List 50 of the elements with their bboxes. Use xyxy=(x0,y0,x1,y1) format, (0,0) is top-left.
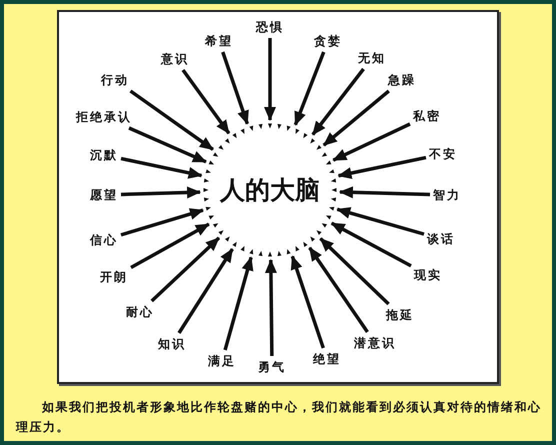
factor-label: 耐心 xyxy=(126,304,154,320)
factor-label: 拒绝承认 xyxy=(76,109,132,125)
arrow xyxy=(290,255,325,349)
factor-label: 希望 xyxy=(205,33,233,49)
arrow xyxy=(150,236,220,302)
factor-label: 现实 xyxy=(414,267,442,283)
arrow xyxy=(130,222,210,270)
arrow xyxy=(182,68,230,134)
factor-label: 愿望 xyxy=(90,187,118,203)
arrow xyxy=(311,68,365,136)
factor-label: 贪婪 xyxy=(314,33,342,49)
brain-label: 人的大脑 xyxy=(218,174,321,206)
arrow xyxy=(294,51,326,126)
arrow xyxy=(264,38,276,121)
factor-label: 沉默 xyxy=(90,147,118,163)
factor-label: 潜意识 xyxy=(354,335,396,351)
arrow xyxy=(336,207,424,236)
arrow xyxy=(128,126,207,164)
factor-label: 不安 xyxy=(429,146,457,162)
factor-label: 智力 xyxy=(433,187,461,203)
arrow xyxy=(322,90,390,147)
arrow xyxy=(120,186,202,198)
factor-label: 勇气 xyxy=(258,359,286,375)
arrow xyxy=(120,156,202,179)
factor-label: 行动 xyxy=(101,72,129,88)
factor-label: 知识 xyxy=(158,336,186,352)
factor-label: 恐惧 xyxy=(256,19,284,35)
arrow xyxy=(330,222,412,268)
arrow xyxy=(120,208,204,237)
factor-label: 私密 xyxy=(413,108,441,124)
factor-label: 无知 xyxy=(358,50,386,66)
arrow xyxy=(338,186,430,198)
arrow xyxy=(264,259,277,356)
arrow xyxy=(319,237,390,306)
arrow xyxy=(129,90,214,151)
arrow xyxy=(223,256,254,350)
factor-label: 谈话 xyxy=(427,231,455,247)
arrow xyxy=(332,122,411,162)
factor-label: 拖延 xyxy=(386,307,414,323)
factor-label: 满足 xyxy=(208,353,236,369)
arrow xyxy=(221,51,249,125)
arrow xyxy=(308,246,369,333)
factor-label: 信心 xyxy=(90,232,118,248)
caption: 如果我们把投机者形象地比作轮盘赌的中心，我们就能看到必须认真对待的情绪和心理压力。 xyxy=(16,399,542,436)
factor-label: 急躁 xyxy=(388,72,416,88)
factor-label: 绝望 xyxy=(313,351,341,367)
factor-label: 意识 xyxy=(161,51,189,67)
arrow xyxy=(178,248,234,334)
arrow xyxy=(338,156,426,179)
factor-label: 开朗 xyxy=(100,269,128,285)
